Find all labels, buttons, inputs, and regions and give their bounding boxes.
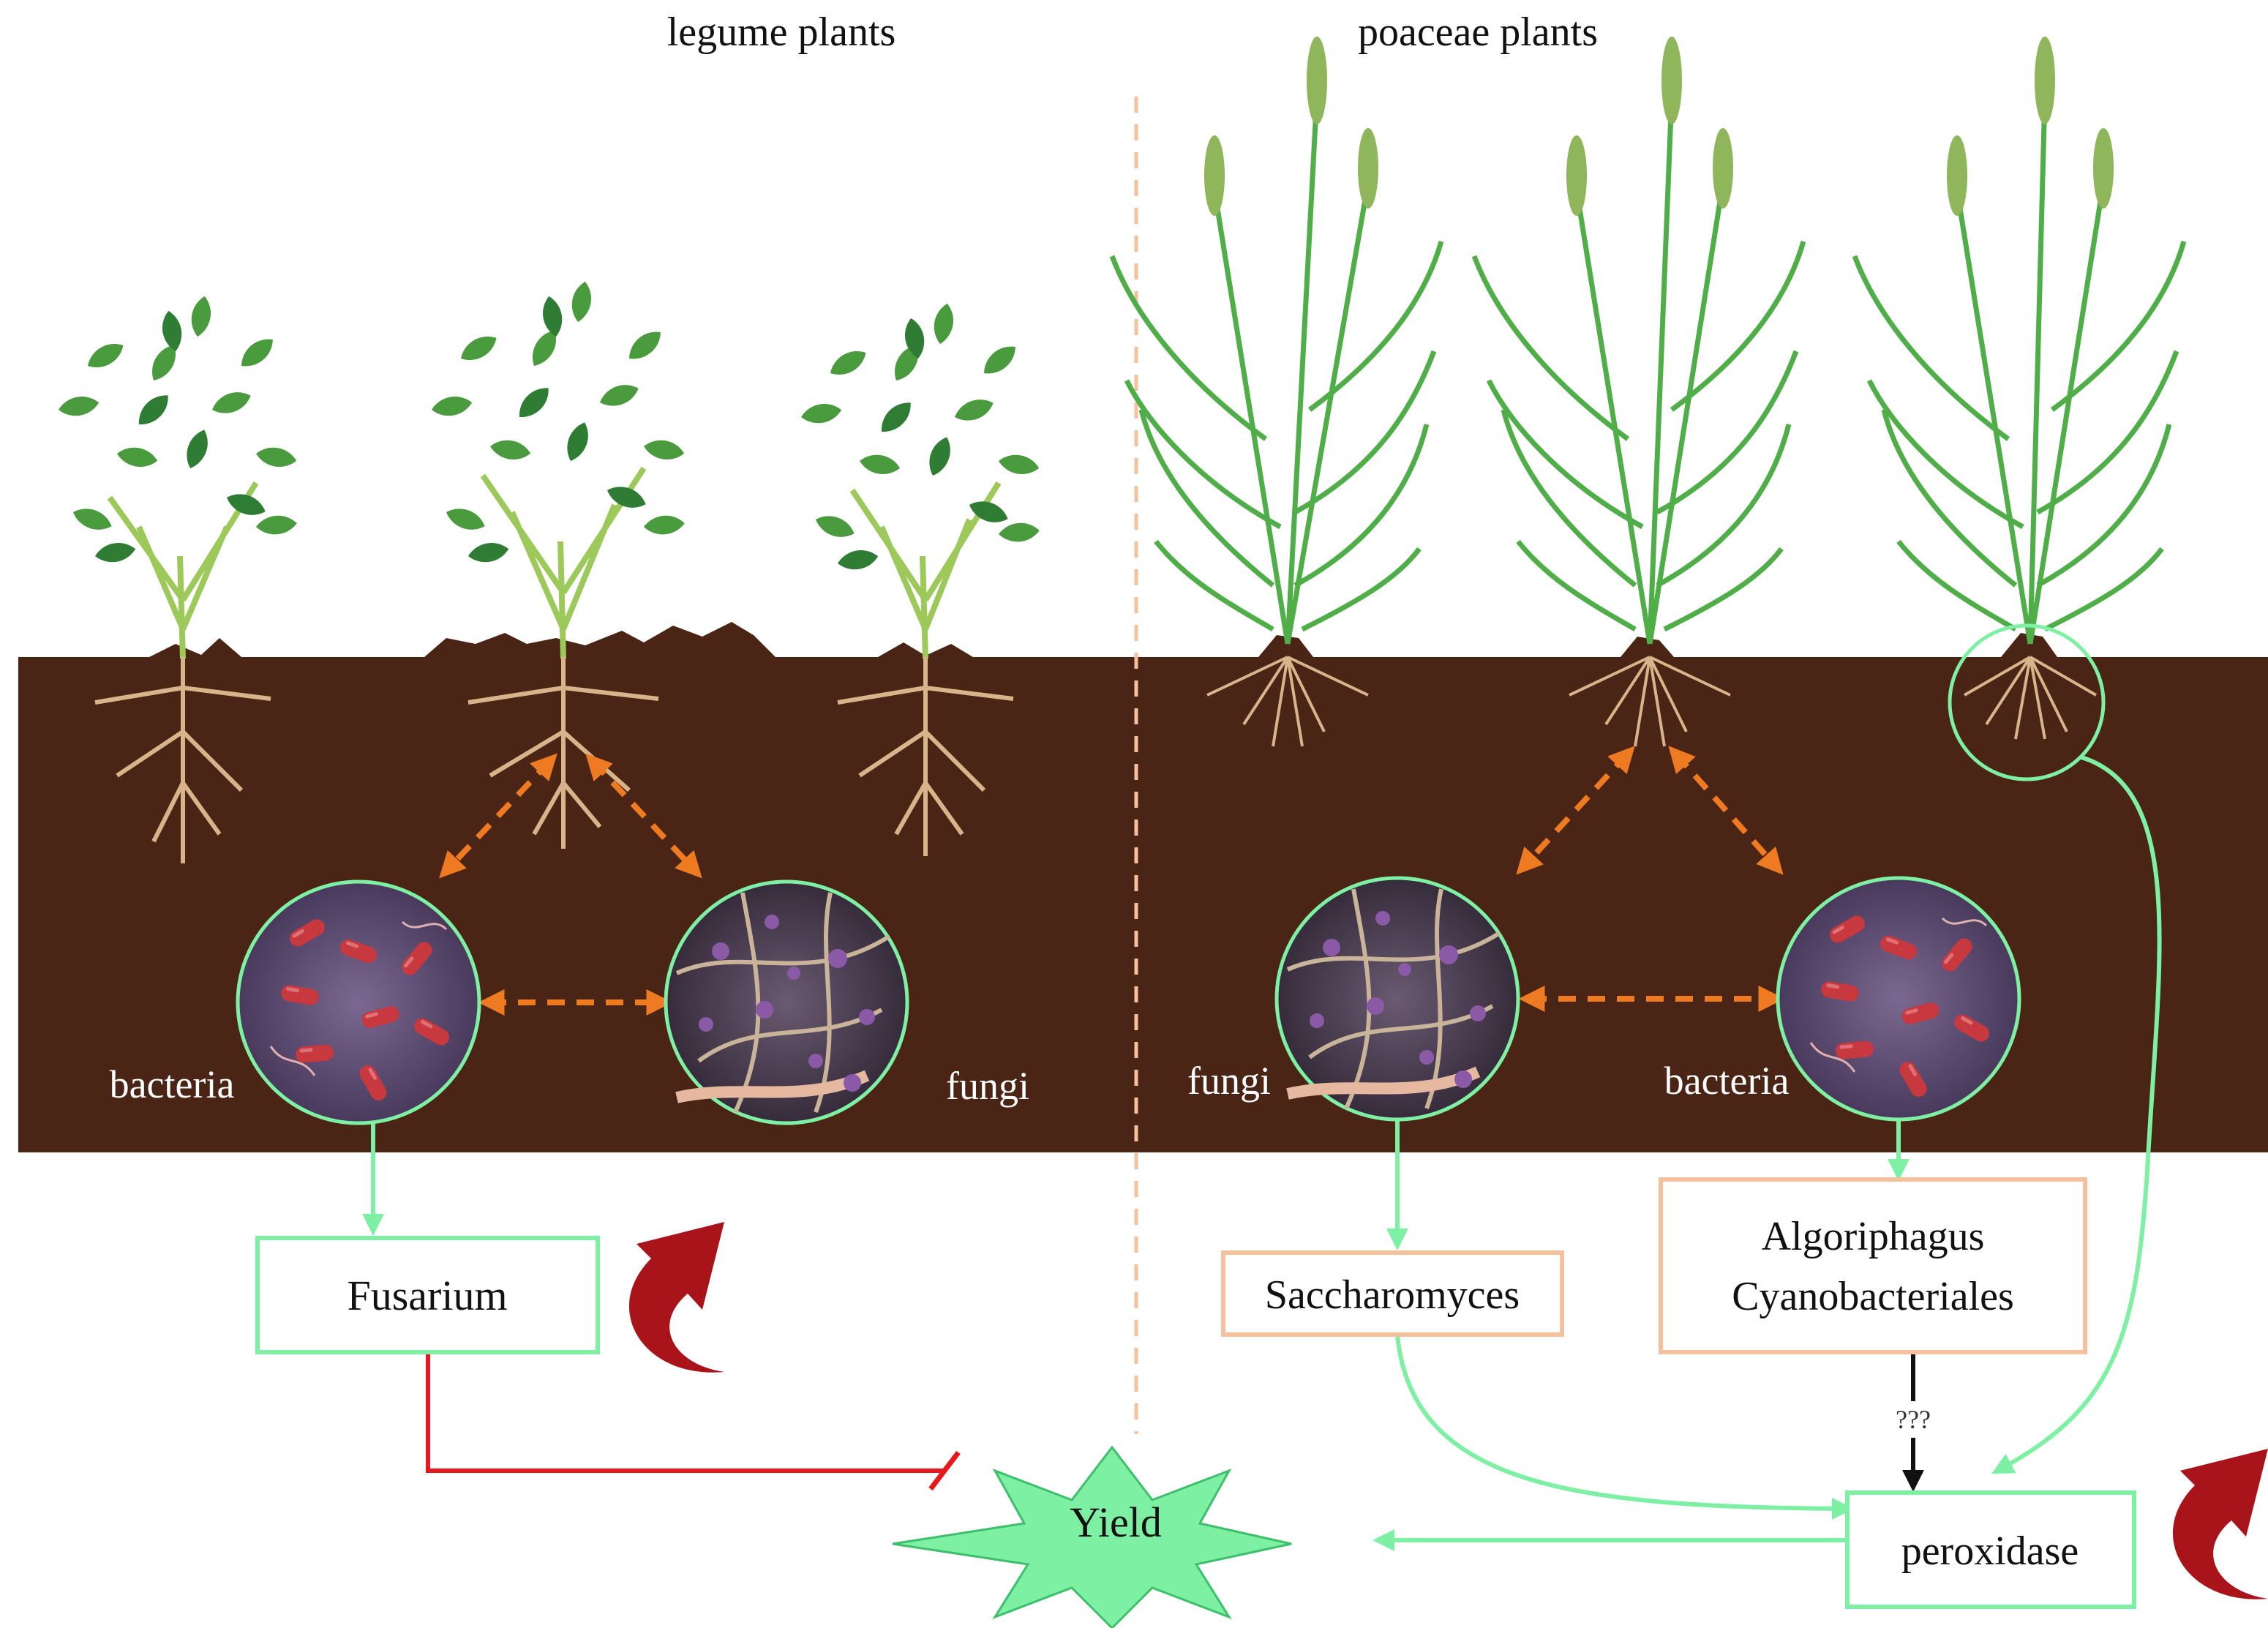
- root-highlight-circle: [1948, 623, 2106, 781]
- algoriphagus-box: Algoriphagus Cyanobacteriales: [1659, 1177, 2087, 1354]
- poaceae-plant-3: [1852, 37, 2187, 740]
- poaceae-plant-2: [1471, 37, 1806, 747]
- saccharomyces-box: Saccharomyces: [1221, 1250, 1564, 1337]
- legume-plant-3: [799, 301, 1041, 856]
- fungi-circle-right: [1274, 876, 1520, 1122]
- peroxidase-label: peroxidase: [1901, 1528, 2079, 1574]
- heading-legume: legume plants: [667, 10, 896, 55]
- soil-mounds-right: [1258, 633, 2057, 657]
- increase-arrow-icon-right: [2172, 1449, 2268, 1599]
- unknown-link-label: ???: [1896, 1405, 1931, 1434]
- heading-poaceae: poaceae plants: [1358, 10, 1598, 55]
- algoriphagus-label: Algoriphagus: [1762, 1214, 1985, 1259]
- cyanobacteriales-label: Cyanobacteriales: [1732, 1274, 2014, 1319]
- fusarium-box: Fusarium: [255, 1236, 600, 1354]
- interaction-arrows-right: [1516, 746, 1785, 1012]
- yield-label: Yield: [1070, 1498, 1162, 1546]
- inhibition-line: [426, 1352, 944, 1473]
- soil-mounds-left: [146, 622, 973, 659]
- label-left-bacteria: bacteria: [110, 1062, 235, 1106]
- fungi-circle-left: [664, 879, 909, 1125]
- interaction-arrows-left: [439, 753, 702, 1016]
- peroxidase-box: peroxidase: [1845, 1490, 2136, 1609]
- bacteria-circle-left: [236, 879, 481, 1125]
- inhibition-bar: [928, 1450, 961, 1491]
- fusarium-label: Fusarium: [347, 1272, 507, 1319]
- saccharomyces-label: Saccharomyces: [1265, 1272, 1520, 1318]
- label-right-fungi: fungi: [1187, 1059, 1271, 1103]
- flow-arrows: [362, 755, 2162, 1551]
- increase-arrow-icon-left: [628, 1222, 724, 1373]
- poaceae-plant-1: [1109, 37, 1444, 747]
- yield-star: Yield: [892, 1445, 1292, 1628]
- label-left-fungi: fungi: [946, 1064, 1029, 1108]
- label-right-bacteria: bacteria: [1664, 1059, 1790, 1103]
- legume-plant-1: [56, 294, 298, 863]
- bacteria-circle-right: [1776, 876, 2021, 1122]
